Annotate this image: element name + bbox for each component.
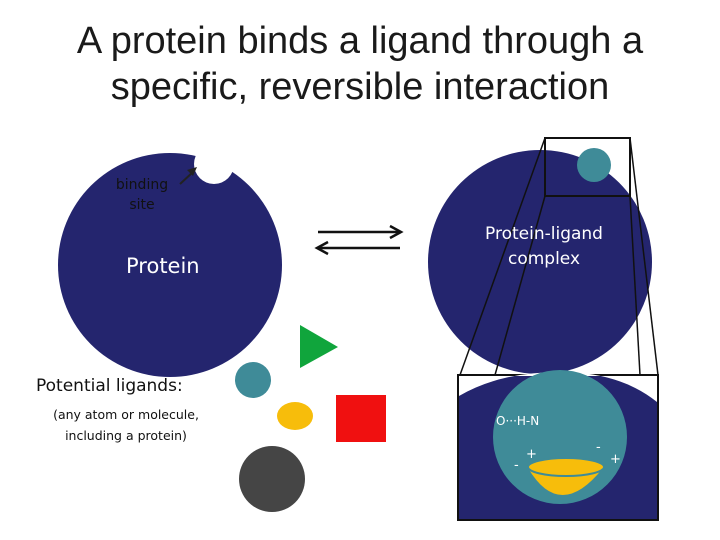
ligands-heading: Potential ligands: (36, 376, 183, 396)
zoom-line-3 (629, 137, 659, 376)
ligands-note-line-2: including a protein) (65, 428, 187, 443)
forward-arrowhead (389, 224, 404, 240)
ligand-green-triangle (300, 325, 338, 368)
zoom-line-2 (494, 195, 546, 376)
zoomed-interface (527, 457, 605, 477)
title-line-1: A protein binds a ligand through a (76, 20, 644, 62)
complex-label-line-1: Protein-ligand (485, 224, 603, 244)
hydrogen-bond-label: O···H-N (496, 414, 540, 428)
protein-circle (58, 153, 282, 377)
ligands-note: (any atom or molecule, including a prote… (30, 404, 222, 446)
charge-plus-left: + (526, 447, 537, 462)
zoom-line-4 (629, 195, 641, 376)
ligand-red-square (336, 395, 386, 442)
binding-site-arrowhead (187, 167, 197, 176)
slide-title: A protein binds a ligand through a speci… (0, 18, 720, 110)
title-line-2: specific, reversible interaction (110, 66, 610, 108)
zoom-line-1 (459, 137, 546, 376)
binding-site-label: binding site (104, 175, 180, 215)
charge-minus-right: - (596, 440, 601, 455)
complex-circle (428, 150, 652, 374)
binding-site-label-line-1: binding (115, 177, 169, 193)
complex-label: Protein-ligand complex (466, 222, 622, 272)
charge-plus-right: + (610, 452, 621, 467)
ligand-yellow-oval (277, 402, 313, 430)
binding-site-pointer (179, 171, 194, 185)
ligands-note-line-1: (any atom or molecule, (53, 407, 199, 422)
reverse-arrowhead (314, 240, 329, 256)
binding-site-label-line-2: site (129, 197, 155, 213)
ligand-teal-circle (235, 362, 271, 398)
charge-minus-left: - (514, 458, 519, 473)
bound-ligand (577, 148, 611, 182)
ligand-dark-circle (239, 446, 305, 512)
binding-site-notch (194, 144, 234, 184)
complex-label-line-2: complex (507, 249, 581, 269)
protein-label: Protein (126, 254, 200, 278)
zoom-box (544, 137, 631, 197)
